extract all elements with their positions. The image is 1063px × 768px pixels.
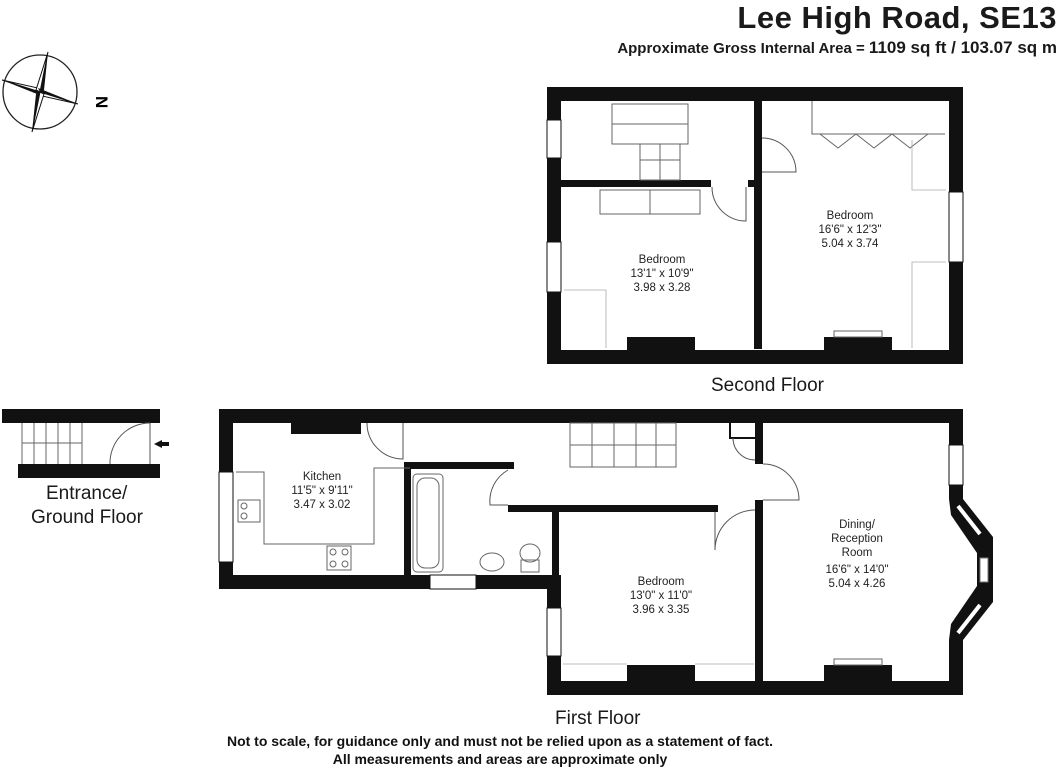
room-dimensions-metric: 5.04 x 3.74 xyxy=(822,238,880,250)
room-dimensions-metric: 3.47 x 3.02 xyxy=(294,499,351,511)
page-title: Lee High Road, SE13 xyxy=(737,0,1057,35)
disclaimer-line-2: All measurements and areas are approxima… xyxy=(332,751,668,767)
disclaimer-line-1: Not to scale, for guidance only and must… xyxy=(226,733,774,749)
room-name: Bedroom xyxy=(827,210,874,222)
floor-label-second: Second Floor xyxy=(711,375,825,396)
area-sqm: 103.07 sq m xyxy=(960,38,1057,57)
room-name: Reception xyxy=(831,533,883,545)
gross-area: Approximate Gross Internal Area = 1109 s… xyxy=(617,38,1057,58)
room-name: Room xyxy=(842,547,873,559)
floor-label-ground-2: Ground Floor xyxy=(31,507,143,528)
room-name: Bedroom xyxy=(638,576,685,588)
compass-north-label: N xyxy=(92,96,111,108)
area-sqft: 1109 sq ft xyxy=(868,38,947,57)
room-dimensions-metric: 3.98 x 3.28 xyxy=(634,282,691,294)
room-dimensions-metric: 5.04 x 4.26 xyxy=(829,578,886,590)
area-label: Approximate Gross Internal Area = xyxy=(617,40,869,57)
compass-icon xyxy=(1,51,79,133)
room-dimensions-imperial: 13'1" x 10'9" xyxy=(630,268,693,280)
room-dimensions-imperial: 13'0" x 11'0" xyxy=(630,590,692,602)
entrance-plan xyxy=(2,409,169,478)
room-name: Kitchen xyxy=(303,471,341,483)
second-floor-plan xyxy=(546,87,964,364)
room-dimensions-imperial: 16'6" x 12'3" xyxy=(818,224,881,236)
floor-label-ground-1: Entrance/ xyxy=(46,483,128,504)
room-dimensions-metric: 3.96 x 3.35 xyxy=(633,604,690,616)
room-name: Bedroom xyxy=(639,254,686,266)
floor-label-first: First Floor xyxy=(555,708,641,729)
first-floor-plan xyxy=(218,409,993,695)
area-separator: / xyxy=(946,38,961,57)
room-dimensions-imperial: 11'5" x 9'11" xyxy=(291,485,352,497)
entrance-arrow-icon xyxy=(154,440,162,448)
room-name: Dining/ xyxy=(839,519,876,531)
room-dimensions-imperial: 16'6" x 14'0" xyxy=(825,564,888,576)
